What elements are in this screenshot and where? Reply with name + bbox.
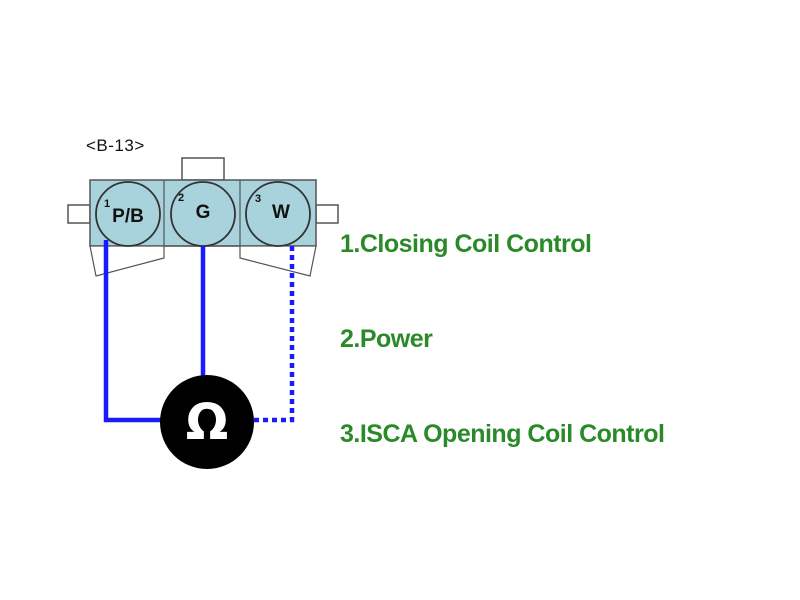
pin-3-label: W (272, 202, 290, 223)
legend-item-1: 1.Closing Coil Control (340, 230, 592, 258)
pin-1-circle (95, 181, 161, 247)
pin-1-number: 1 (104, 198, 111, 210)
legend-item-2: 2.Power (340, 325, 433, 353)
pin-3-circle (245, 181, 311, 247)
connector-skirt-right (239, 245, 317, 277)
connector-left-tab (67, 204, 91, 224)
pin-2-number: 2 (178, 192, 185, 204)
legend-item-3: 3.ISCA Opening Coil Control (340, 420, 665, 448)
resistance-omega-icon: Ω (160, 375, 254, 469)
pin-2-label: G (195, 202, 211, 223)
pin-3-number: 3 (255, 193, 262, 205)
connector-skirt-left (89, 245, 165, 277)
connector-right-tab (315, 204, 339, 224)
wire-pin-3-dotted (252, 246, 295, 423)
pin-1-label: P/B (112, 206, 144, 227)
connector-latch (181, 157, 225, 181)
connector-id-label: <B-13> (86, 136, 145, 155)
wire-pin-1 (103, 240, 164, 423)
